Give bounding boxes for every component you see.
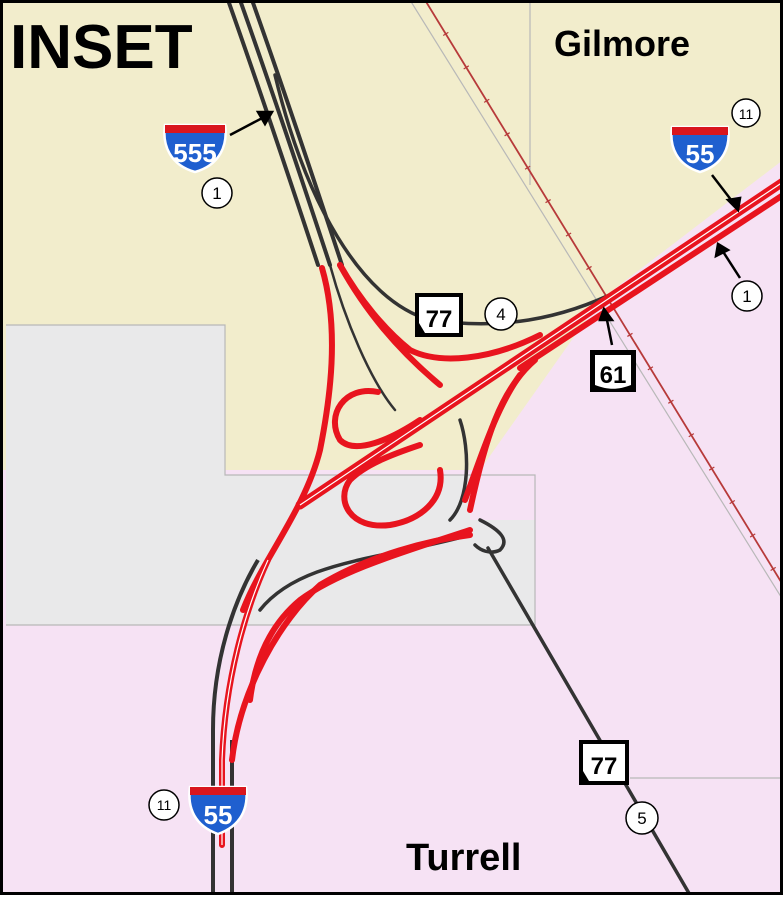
marker-77-north-circle bbox=[484, 297, 518, 331]
shield-i555: 555 bbox=[163, 123, 227, 174]
place-gilmore: Gilmore bbox=[554, 23, 690, 64]
marker-61-label: 1 bbox=[742, 287, 751, 306]
marker-77-south-label: 5 bbox=[637, 809, 646, 828]
marker-555-label: 1 bbox=[212, 184, 221, 203]
shield-ar77-south: 77 bbox=[579, 740, 629, 785]
shield-ar77-north: 77 bbox=[415, 293, 463, 337]
ramp-south bbox=[247, 527, 473, 703]
marker-55-ne-circle bbox=[731, 98, 761, 128]
road-ar77-south bbox=[486, 546, 692, 897]
marker-55-south-circle bbox=[148, 789, 180, 821]
road-ar77-jog bbox=[473, 518, 506, 554]
shield-us61: 61 bbox=[590, 350, 636, 392]
i55-ne-number: 55 bbox=[686, 139, 715, 169]
ramp-nw-inner bbox=[337, 262, 443, 388]
marker-61-circle bbox=[731, 280, 763, 312]
circle-marker-labels: 1 11 1 4 11 5 bbox=[157, 106, 754, 828]
ar77-north-number: 77 bbox=[426, 306, 453, 333]
shield-i55-ne: 55 bbox=[670, 125, 730, 174]
inset-title: INSET bbox=[10, 13, 193, 82]
i55-ne-lane bbox=[517, 192, 783, 371]
i55-south-number: 55 bbox=[204, 800, 233, 830]
pointer-arrows bbox=[229, 110, 742, 346]
loop-north bbox=[332, 387, 423, 450]
marker-77-north-label: 4 bbox=[496, 305, 505, 324]
marker-555-circle bbox=[201, 177, 233, 209]
loop-south bbox=[341, 442, 444, 529]
circle-markers bbox=[148, 98, 763, 835]
railroad bbox=[422, 0, 783, 587]
i555-number: 555 bbox=[173, 138, 216, 168]
marker-55-south-label: 11 bbox=[157, 797, 172, 813]
highway-centerlines bbox=[221, 181, 783, 845]
turrell-area-notch bbox=[470, 475, 536, 520]
shield-i55-south: 55 bbox=[188, 785, 248, 836]
ramp-east-inner bbox=[462, 372, 523, 503]
marker-77-south-circle bbox=[625, 801, 659, 835]
interstate-555 bbox=[226, 0, 397, 412]
us61-number: 61 bbox=[600, 362, 627, 389]
ar77-south-number: 77 bbox=[591, 753, 618, 780]
place-turrell: Turrell bbox=[406, 837, 521, 879]
marker-55-ne-label: 11 bbox=[739, 106, 754, 122]
loop-road bbox=[448, 418, 469, 522]
